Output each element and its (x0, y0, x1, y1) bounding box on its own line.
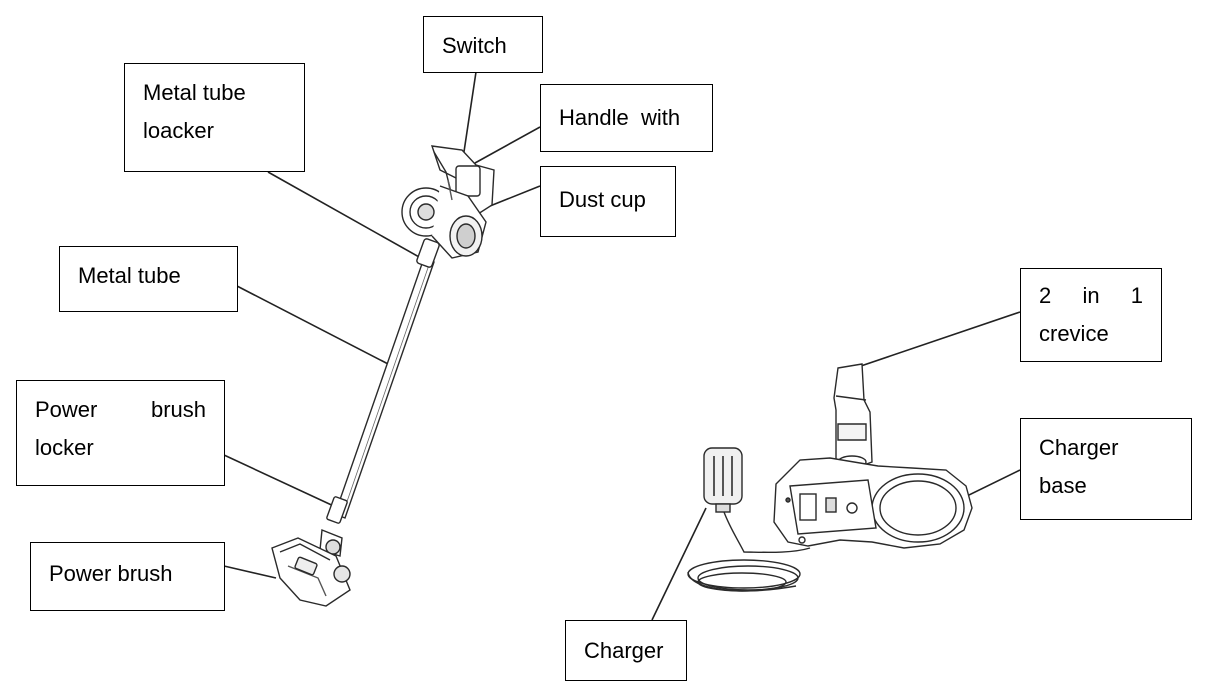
label-crevice: 2 in 1 crevice (1020, 268, 1162, 362)
label-handle: Handle with (540, 84, 713, 152)
leader-metal-tube-locker (267, 171, 429, 263)
metal-tube-shape (334, 257, 435, 519)
charger-base-drawing (687, 363, 973, 592)
crevice-tool-shape (833, 363, 873, 471)
leader-charger (651, 507, 707, 621)
charger-cable-shape (723, 511, 811, 554)
vacuum-drawing (271, 145, 495, 607)
leader-crevice (854, 311, 1021, 369)
leader-switch (461, 71, 477, 166)
label-power-brush-locker: Power brush locker (16, 380, 225, 486)
label-charger-base: Charger base (1020, 418, 1192, 520)
label-metal-tube: Metal tube (59, 246, 238, 312)
leader-metal-tube (236, 285, 393, 367)
leader-power-brush (223, 565, 277, 579)
leader-handle (474, 126, 541, 164)
leader-power-brush-locker (223, 454, 339, 509)
label-switch: Switch (423, 16, 543, 73)
label-power-brush: Power brush (30, 542, 225, 611)
label-charger: Charger (565, 620, 687, 681)
label-dust-cup: Dust cup (540, 166, 676, 237)
label-metal-tube-locker: Metal tube loacker (124, 63, 305, 172)
